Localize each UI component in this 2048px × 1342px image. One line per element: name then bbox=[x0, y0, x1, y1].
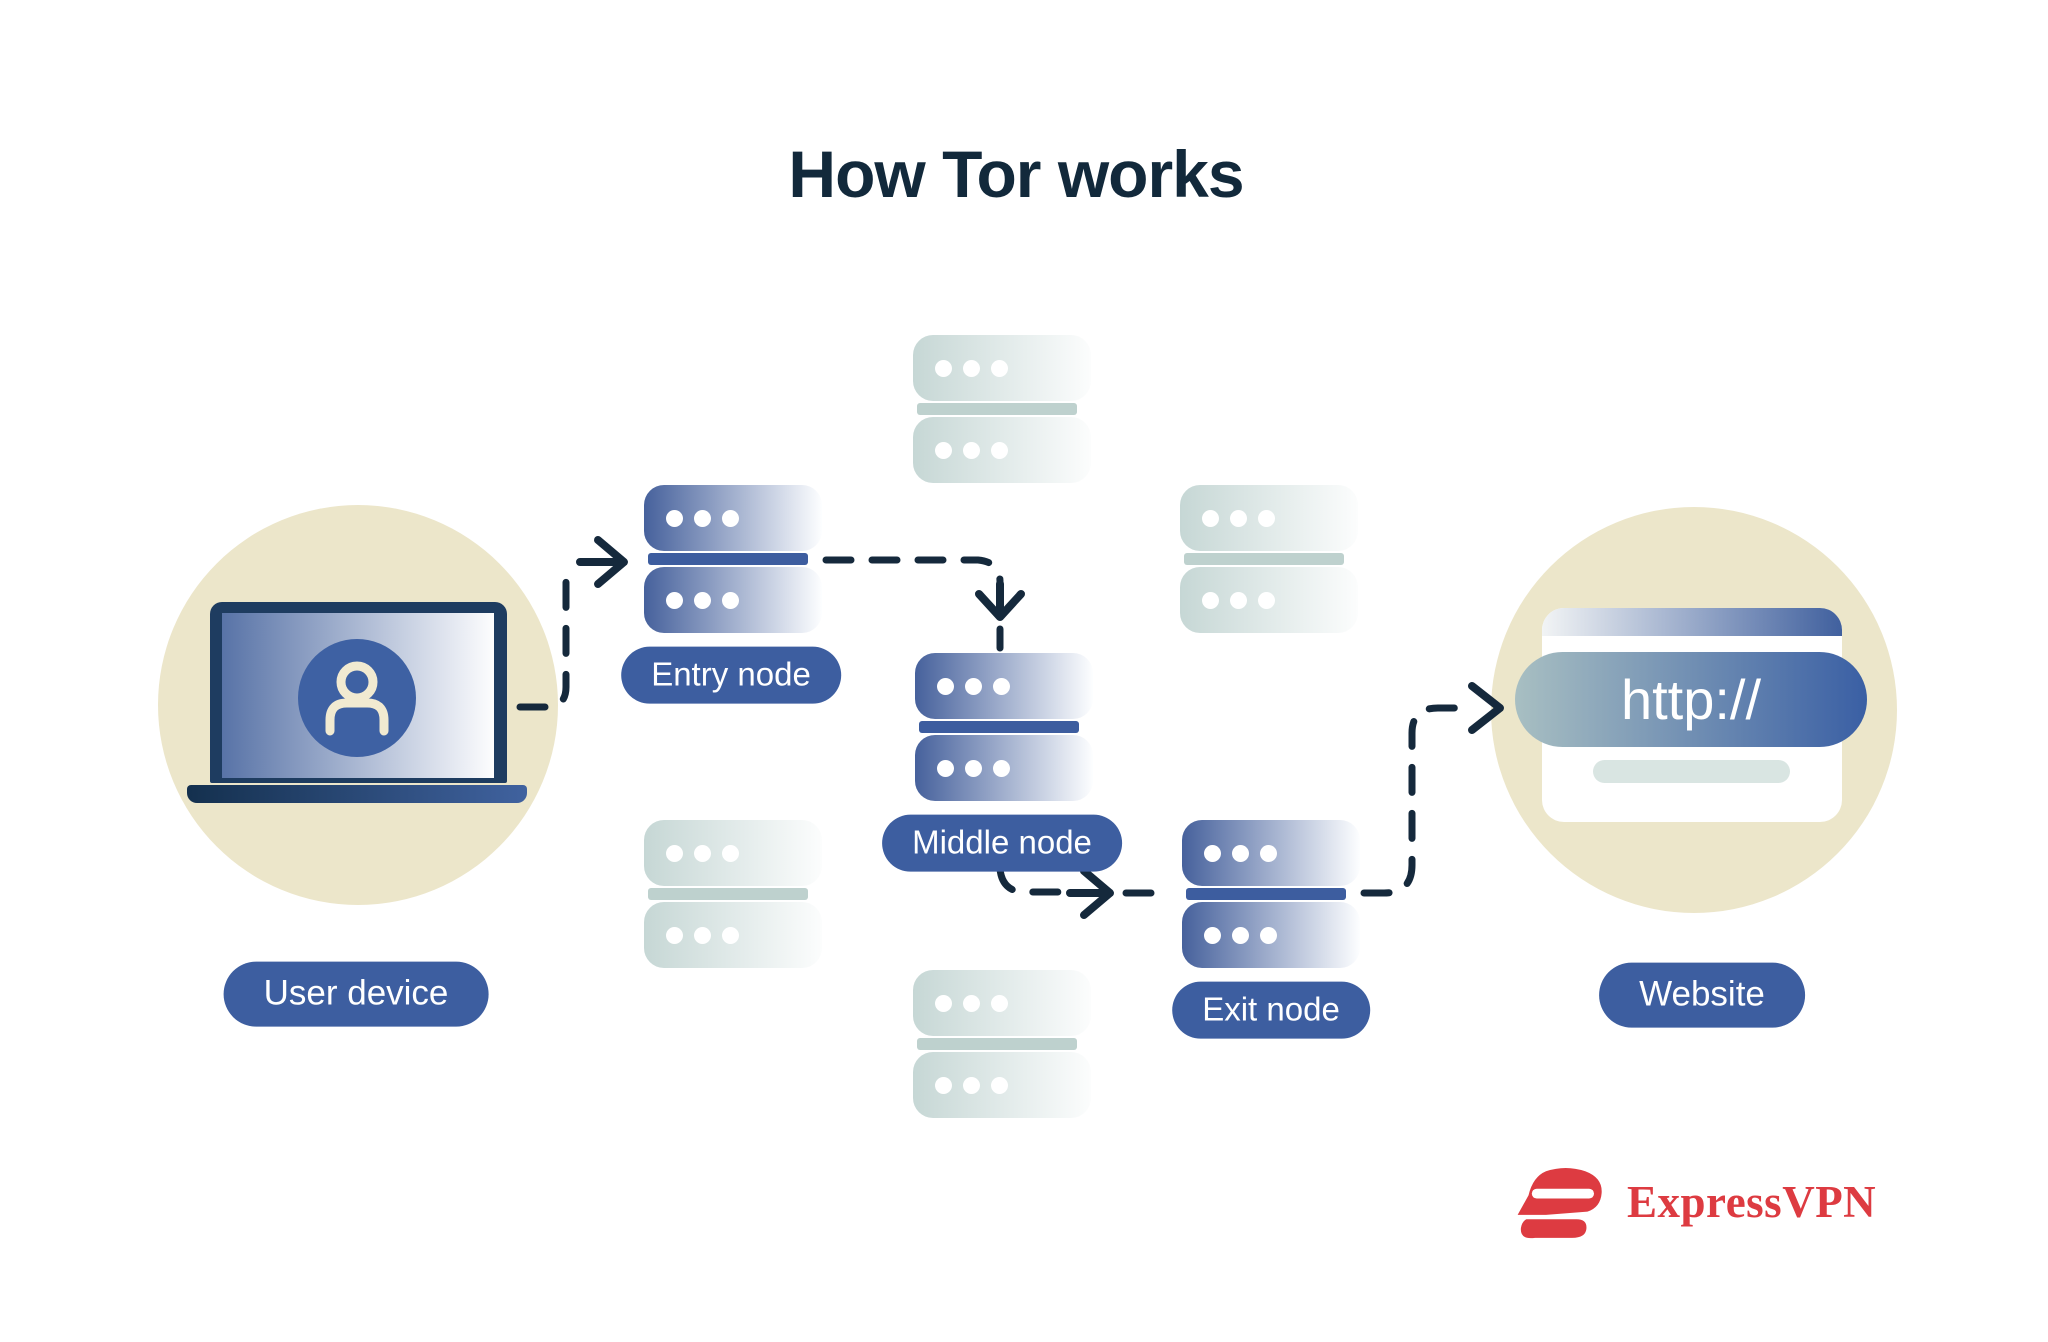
brand-wordmark: ExpressVPN bbox=[1627, 1177, 1877, 1227]
browser-content-bar bbox=[1593, 760, 1790, 783]
server-unit bbox=[915, 735, 1093, 801]
exit-node-label: Exit node bbox=[1172, 981, 1370, 1039]
server-unit bbox=[913, 1052, 1091, 1118]
server-unit bbox=[1182, 820, 1360, 886]
server-stripe bbox=[919, 721, 1079, 733]
server-unit bbox=[644, 485, 822, 551]
server-unit bbox=[915, 653, 1093, 719]
user-avatar bbox=[298, 639, 416, 757]
dashed-path-exit-to-website bbox=[1360, 704, 1462, 897]
arrow-right-icon bbox=[1066, 867, 1114, 919]
server-unit bbox=[1180, 485, 1358, 551]
inactive-relay-server-icon bbox=[644, 820, 822, 968]
url-text: http:// bbox=[1620, 668, 1762, 731]
server-stripe bbox=[648, 553, 808, 565]
entry-node-label: Entry node bbox=[621, 646, 841, 704]
server-unit bbox=[1180, 567, 1358, 633]
arrow-right-icon bbox=[576, 536, 628, 588]
server-unit bbox=[644, 567, 822, 633]
dashed-path-entry-to-middle bbox=[822, 556, 1004, 586]
laptop-base bbox=[187, 785, 527, 803]
middle-node-label: Middle node bbox=[882, 814, 1122, 872]
middle-node-server-icon bbox=[915, 653, 1093, 801]
inactive-relay-server-icon bbox=[1180, 485, 1358, 633]
server-unit bbox=[913, 417, 1091, 483]
server-stripe bbox=[648, 888, 808, 900]
server-unit bbox=[913, 335, 1091, 401]
server-unit bbox=[644, 820, 822, 886]
expressvpn-logomark-icon bbox=[1517, 1168, 1602, 1239]
server-stripe bbox=[1186, 888, 1346, 900]
server-stripe bbox=[917, 403, 1077, 415]
browser-titlebar bbox=[1542, 608, 1842, 636]
inactive-relay-server-icon bbox=[913, 970, 1091, 1118]
server-stripe bbox=[1184, 553, 1344, 565]
server-unit bbox=[913, 970, 1091, 1036]
server-stripe bbox=[917, 1038, 1077, 1050]
server-unit bbox=[644, 902, 822, 968]
website-label: Website bbox=[1599, 962, 1805, 1028]
brand-logo: ExpressVPN bbox=[1513, 1168, 1876, 1240]
exit-node-server-icon bbox=[1182, 820, 1360, 968]
person-icon bbox=[325, 661, 389, 736]
dashed-path-middle-to-exit bbox=[996, 865, 1062, 896]
url-bar: http:// bbox=[1515, 652, 1867, 747]
server-unit bbox=[1182, 902, 1360, 968]
entry-node-server-icon bbox=[644, 485, 822, 633]
arrow-down-icon bbox=[975, 580, 1025, 621]
inactive-relay-server-icon bbox=[913, 335, 1091, 483]
page-title: How Tor works bbox=[788, 137, 1244, 211]
user-device-label: User device bbox=[223, 961, 489, 1027]
